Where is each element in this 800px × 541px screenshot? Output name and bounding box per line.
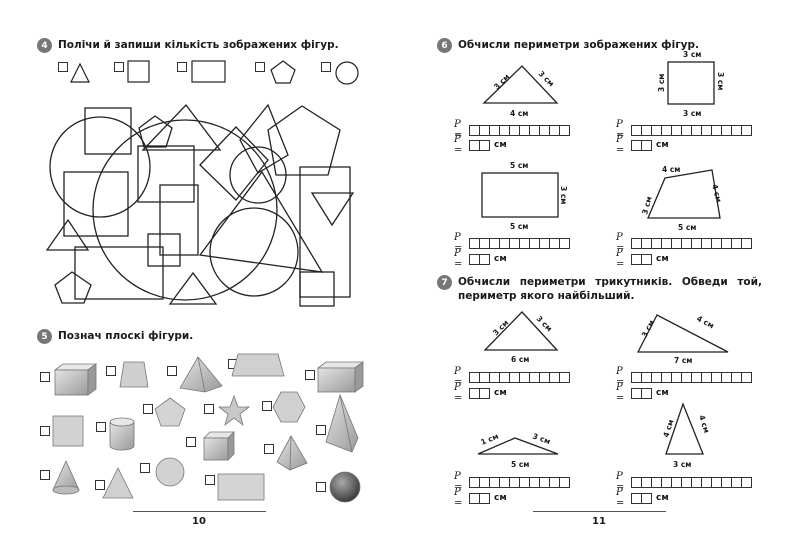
task-4-title: 4 Полічи й запиши кількість зображених ф… — [37, 38, 339, 53]
task-6-figures: 3 см 3 см 4 см 3 см 3 см 3 см 3 см 5 см … — [481, 50, 725, 232]
shape-checkbox-5[interactable] — [305, 370, 315, 380]
answer-row-7b-result: P =см — [616, 382, 669, 404]
shape-checkbox-13[interactable] — [264, 444, 274, 454]
task-7-text: Обчисли периметри трикутників. Обведи то… — [458, 276, 762, 302]
legend-triangle-icon — [70, 62, 90, 83]
answer-row-6a-expr: P = — [454, 119, 570, 141]
task-6-text: Обчисли периметри зображених фігур. — [458, 39, 700, 51]
page-number-right: 11 — [592, 516, 606, 527]
t7-tri2-right: 4 см — [695, 314, 715, 331]
t6-sq-right: 3 см — [716, 72, 725, 90]
answer-row-7d-result: P =см — [616, 487, 669, 509]
t6-sq-bottom: 3 см — [683, 109, 701, 118]
task-5-text: Познач плоскі фігури. — [58, 330, 194, 342]
shape-checkbox-1[interactable] — [40, 372, 50, 382]
task-number-7: 7 — [437, 275, 452, 290]
task-5-title: 5 Познач плоскі фігури. — [37, 329, 193, 344]
shape-checkbox-17[interactable] — [205, 475, 215, 485]
shape-checkbox-16[interactable] — [140, 463, 150, 473]
t7-tri3-right: 3 см — [531, 431, 551, 446]
answer-row-6d-expr: P = — [616, 232, 752, 254]
t6-tri-bottom: 4 см — [510, 109, 528, 118]
t6-tri-right: 3 см — [537, 69, 556, 88]
shape-checkbox-6[interactable] — [40, 426, 50, 436]
answer-row-7b-expr: P = — [616, 366, 752, 388]
t7-tri2-bottom: 7 см — [674, 356, 692, 365]
legend-circle-icon — [335, 61, 359, 85]
answer-row-6d-result: P =см — [616, 248, 669, 270]
legend-rectangle-icon — [191, 60, 226, 83]
count-box-square[interactable] — [114, 62, 124, 72]
t6-quad-right: 4 см — [710, 183, 723, 203]
task-number-6: 6 — [437, 38, 452, 53]
t6-quad-top: 4 см — [662, 165, 680, 174]
t7-tri4-bottom: 3 см — [673, 460, 691, 469]
task-number-5: 5 — [37, 329, 52, 344]
shape-checkbox-9[interactable] — [204, 404, 214, 414]
task-7-title: 7 Обчисли периметри трикутників. Обведи … — [437, 275, 762, 303]
answer-row-7d-expr: P = — [616, 471, 752, 493]
t6-rect-right: 3 см — [559, 186, 568, 204]
page-number-left: 10 — [192, 516, 206, 527]
t7-tri1-right: 3 см — [535, 314, 554, 333]
t6-quad-bottom: 5 см — [678, 223, 696, 232]
t6-tri-left: 3 см — [492, 72, 511, 91]
shape-checkbox-11[interactable] — [316, 425, 326, 435]
t6-quad-left: 3 см — [640, 195, 653, 215]
shape-checkbox-15[interactable] — [95, 480, 105, 490]
task-7-figures: 3 см 3 см 6 см 3 см 4 см 7 см 1 см 3 см … — [477, 311, 729, 469]
answer-row-6b-expr: P = — [616, 119, 752, 141]
answer-row-7a-result: P =см — [454, 382, 507, 404]
t6-sq-top: 3 см — [683, 50, 701, 59]
count-box-triangle[interactable] — [58, 62, 68, 72]
t7-tri1-bottom: 6 см — [511, 355, 529, 364]
answer-row-7a-expr: P = — [454, 366, 570, 388]
answer-row-6a-result: P =см — [454, 134, 507, 156]
count-box-circle[interactable] — [321, 62, 331, 72]
shape-checkbox-12[interactable] — [186, 437, 196, 447]
answer-row-7c-expr: P = — [454, 471, 570, 493]
t7-tri3-bottom: 5 см — [511, 460, 529, 469]
t7-tri4-right: 4 см — [697, 414, 711, 434]
legend-pentagon-icon — [270, 60, 296, 84]
shape-checkbox-3[interactable] — [167, 366, 177, 376]
task-4-text: Полічи й запиши кількість зображених фіг… — [58, 39, 339, 51]
count-box-pentagon[interactable] — [255, 62, 265, 72]
shape-checkbox-8[interactable] — [143, 404, 153, 414]
legend-square-icon — [127, 60, 150, 83]
answer-row-6c-expr: P = — [454, 232, 570, 254]
flat-and-solid-shapes-figure — [52, 353, 365, 503]
answer-row-6c-result: P =см — [454, 248, 507, 270]
t6-sq-left: 3 см — [657, 74, 666, 92]
page-line-right — [533, 511, 666, 512]
t6-rect-top: 5 см — [510, 161, 528, 170]
task-number-4: 4 — [37, 38, 52, 53]
shape-checkbox-7[interactable] — [96, 422, 106, 432]
shape-checkbox-2[interactable] — [106, 366, 116, 376]
shape-checkbox-10[interactable] — [262, 401, 272, 411]
shape-checkbox-14[interactable] — [40, 470, 50, 480]
task-6-title: 6 Обчисли периметри зображених фігур. — [437, 38, 699, 53]
t7-tri3-left: 1 см — [479, 432, 499, 447]
answer-row-6b-result: P =см — [616, 134, 669, 156]
overlapping-shapes-figure — [45, 103, 355, 307]
page-line-left — [133, 511, 266, 512]
answer-row-7c-result: P =см — [454, 487, 507, 509]
t7-tri2-left: 3 см — [640, 318, 656, 338]
count-box-rectangle[interactable] — [177, 62, 187, 72]
shape-checkbox-18[interactable] — [316, 482, 326, 492]
t7-tri4-left: 4 см — [661, 418, 675, 438]
t6-rect-bottom: 5 см — [510, 222, 528, 231]
